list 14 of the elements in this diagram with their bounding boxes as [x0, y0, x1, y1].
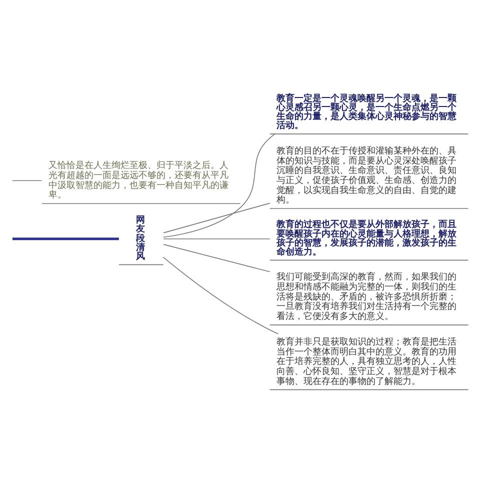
- node-text: 教育一定是一个灵魂唤醒另一个灵魂，是一颗心灵感召另一颗心灵，是一个生命点燃另一个生命的力量，是人类集体心灵神秘参与的智慧活动。: [276, 93, 456, 131]
- connector: [12, 180, 42, 181]
- node-text: 我们可能受到高深的教育，然而，如果我们的思想和情感不能融为完整的一体，则我们的生活将是残缺的、矛盾的，被许多恐惧所折磨；一旦教育没有培养我们对生活持有一个完整的看法，它便没有多大的意义。: [276, 272, 456, 322]
- node-text: 教育并非只是获取知识的过程；教育是把生活当作一个整体而明白其中的意义。教育的功用在于培养完整的人，具有独立思考的人，人性向善、心怀良知、坚守正义，智慧是对于根本事物、现在存在的事物的了解能力。: [276, 336, 456, 386]
- node-text: 网友段清风: [136, 215, 146, 262]
- connector: [163, 202, 270, 233]
- connector: [162, 256, 279, 334]
- node-text: 教育的过程也不仅是要从外部解放孩子，而且要唤醒孩子内在的心灵能量与人格理想，解放孩子的智慧，发展孩子的潜能，激发孩子的生命创造力。: [276, 220, 456, 257]
- connector: [12, 237, 119, 240]
- connector: [163, 244, 270, 272]
- connector: [162, 133, 276, 238]
- connector: [163, 238, 270, 239]
- node-text: 教育的目的不在于传授和灌输某种外在的、具体的知识与技能，而是要从心灵深处唤醒孩子沉睡的自我意识、生命意识、责任意识、良知与正义，促使孩子价值观、生命感、创造力的觉醒，以实现自我生命意义的自由、自觉的建构。: [276, 146, 456, 206]
- node-text: 又恰恰是在人生绚烂至极、归于平淡之后。人光有超越的一面是远远不够的，还要有从平凡中汲取智慧的能力，也要有一种自知平凡的谦卑。: [48, 160, 228, 200]
